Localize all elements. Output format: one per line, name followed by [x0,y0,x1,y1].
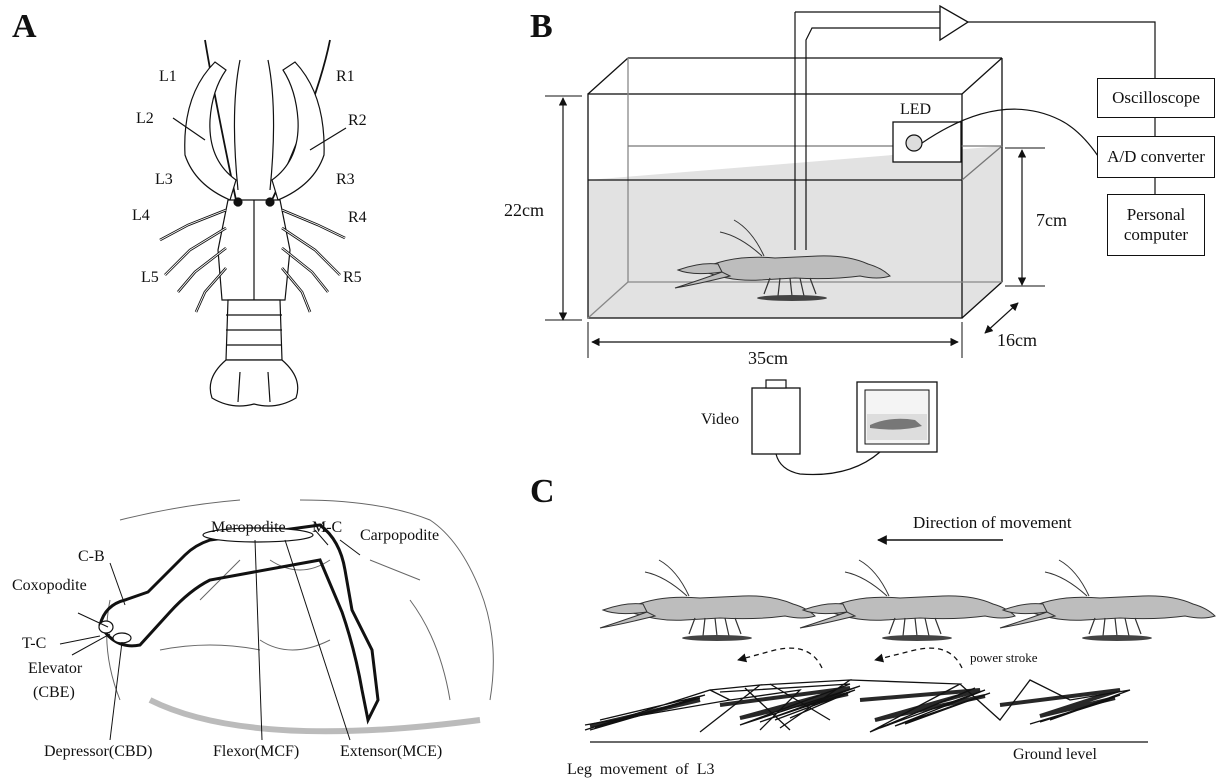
label-depth: 16cm [997,331,1037,349]
crayfish-top-view [160,40,346,406]
label-extensor: Extensor(MCE) [340,744,442,760]
label-flexor: Flexor(MCF) [213,744,299,760]
label-video: Video [701,412,739,428]
label-power-stroke: power stroke [970,651,1038,664]
ad-converter-box: A/D converter [1097,136,1215,178]
leg-label-l4: L4 [132,208,150,224]
label-elevator-abbr: (CBE) [33,685,75,701]
label-direction: Direction of movement [913,514,1072,531]
label-height: 22cm [504,201,544,219]
leg-label-r5: R5 [343,270,362,286]
label-led: LED [900,102,931,118]
leg-label-r4: R4 [348,210,367,226]
label-depressor: Depressor(CBD) [44,744,152,760]
panel-label-c: C [530,475,555,509]
label-c-b: C-B [78,549,105,565]
label-water-depth: 7cm [1036,211,1067,229]
personal-computer-box: Personal computer [1107,194,1205,256]
label-width: 35cm [748,349,788,367]
label-meropodite: Meropodite [211,520,286,536]
leg-label-l5: L5 [141,270,159,286]
label-elevator: Elevator [28,661,82,677]
leg-label-l3: L3 [155,172,173,188]
label-t-c: T-C [22,636,46,652]
leg-label-r2: R2 [348,113,367,129]
panel-label-b: B [530,10,553,44]
leg-label-r3: R3 [336,172,355,188]
panel-label-a: A [12,10,37,44]
label-m-c: M-C [312,520,342,536]
label-leg-movement: Leg movement of L3 [567,762,715,778]
label-ground-level: Ground level [1013,747,1097,763]
tank [545,6,1155,475]
oscilloscope-box: Oscilloscope [1097,78,1215,118]
leg-label-l1: L1 [159,69,177,85]
leg-label-r1: R1 [336,69,355,85]
muscles [99,528,313,643]
panel-c-drawing [585,540,1215,742]
led-box [893,122,961,162]
label-coxopodite: Coxopodite [12,578,87,594]
leg-segments [100,525,378,720]
label-carpopodite: Carpopodite [360,528,439,544]
leg-label-l2: L2 [136,111,154,127]
video-camera [752,388,800,454]
